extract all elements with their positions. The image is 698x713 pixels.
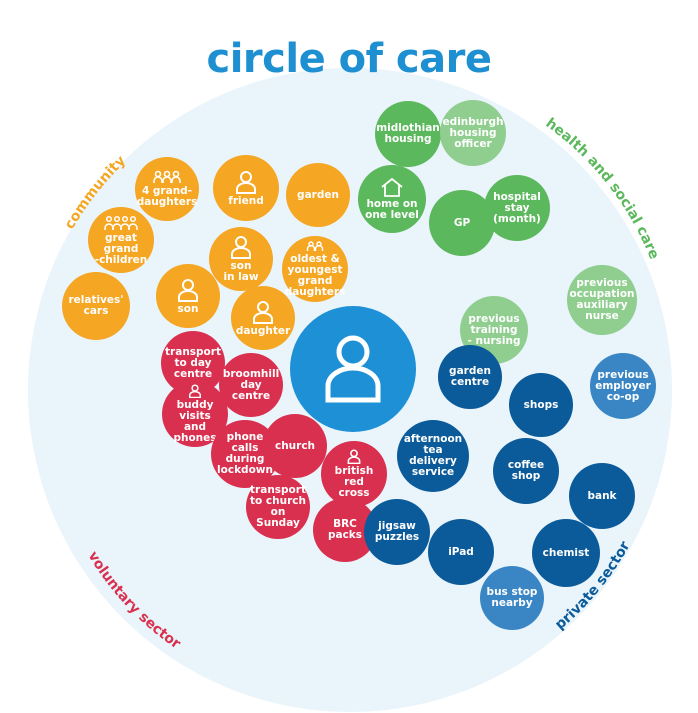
node-4-grand-daughters: 4 grand- daughters [135,157,199,221]
node-label: shops [523,398,559,411]
node-garden-centre: garden centre [438,345,502,409]
node-label: daughter [235,324,291,337]
house-icon [381,177,403,197]
node-jigsaw-puzzles: jigsaw puzzles [364,499,430,565]
node-label: friend [228,194,264,207]
node-church: church [263,414,327,478]
node-label: previous employer co-op [595,368,651,403]
node-label: oldest & youngest grand daughters [284,252,346,298]
people-pair-icon [306,240,324,251]
node-label: midlothian housing [376,122,440,145]
node-label: garden centre [449,365,491,388]
node-label: edinburgh housing officer [442,115,504,150]
node-label: phone calls during lockdown [217,431,273,476]
node-label: great grand -children [94,231,148,266]
people-group-icon [104,215,138,230]
person-icon [325,335,381,403]
node-label: home on one level [365,198,419,221]
node-ipad: iPad [428,519,494,585]
node-label: transport to day centre [165,345,221,380]
node-label: buddy visits and phones [173,399,217,444]
node-hospital-stay: hospital stay (month) [484,175,550,241]
node-daughter: daughter [231,286,295,350]
central-person [290,306,416,432]
node-coffee-shop: coffee shop [493,438,559,504]
node-label: 4 grand- daughters [136,185,198,208]
person-icon [347,449,361,464]
person-icon [178,278,198,302]
page-title: circle of care [206,36,493,82]
node-label: garden [297,188,339,201]
node-relatives-cars: relatives' cars [62,272,130,340]
node-label: british red cross [334,465,374,499]
node-transport-church: transport to church on Sunday [246,475,310,539]
node-label: coffee shop [507,459,545,482]
node-label: previous occupation auxiliary nurse [569,277,635,322]
node-oldest-youngest-grand-daughters: oldest & youngest grand daughters [282,236,348,302]
node-midlothian-housing: midlothian housing [375,101,441,167]
node-label: jigsaw puzzles [374,520,420,543]
node-bank: bank [569,463,635,529]
node-label: son [177,302,199,315]
node-label: chemist [542,546,590,559]
node-label: previous training - nursing [467,312,521,347]
node-son-in-law: son in law [209,227,273,291]
node-label: transport to church on Sunday [250,484,306,529]
node-home-on-one-level: home on one level [358,165,426,233]
person-icon [231,236,251,259]
node-chemist: chemist [532,519,600,587]
node-label: relatives' cars [68,294,124,317]
node-broomhill-day-centre: broomhill day centre [219,353,283,417]
node-shops: shops [509,373,573,437]
node-garden-community: garden [286,163,350,227]
node-label: church [274,439,316,452]
node-label: broomhill day centre [222,367,280,402]
node-label: BRC packs [327,518,363,541]
node-label: afternoon tea delivery service [403,433,463,478]
person-icon [236,170,256,194]
node-transport-day-centre: transport to day centre [161,331,225,395]
node-edinburgh-housing-officer: edinburgh housing officer [440,100,506,166]
node-previous-employer: previous employer co-op [590,353,656,419]
person-icon [189,384,201,398]
node-bus-stop: bus stop nearby [480,566,544,630]
node-label: hospital stay (month) [493,190,541,225]
node-label: bank [587,489,617,502]
node-son: son [156,264,220,328]
node-label: son in law [223,260,259,283]
person-icon [253,300,273,324]
node-previous-occupation: previous occupation auxiliary nurse [567,265,637,335]
node-friend: friend [213,155,279,221]
node-label: bus stop nearby [486,586,538,609]
node-great-grand-children: great grand -children [88,207,154,273]
node-label: iPad [448,545,474,558]
people-group-icon [153,170,181,183]
node-label: GP [453,216,471,229]
node-british-red-cross: british red cross [321,441,387,507]
node-afternoon-tea: afternoon tea delivery service [397,420,469,492]
